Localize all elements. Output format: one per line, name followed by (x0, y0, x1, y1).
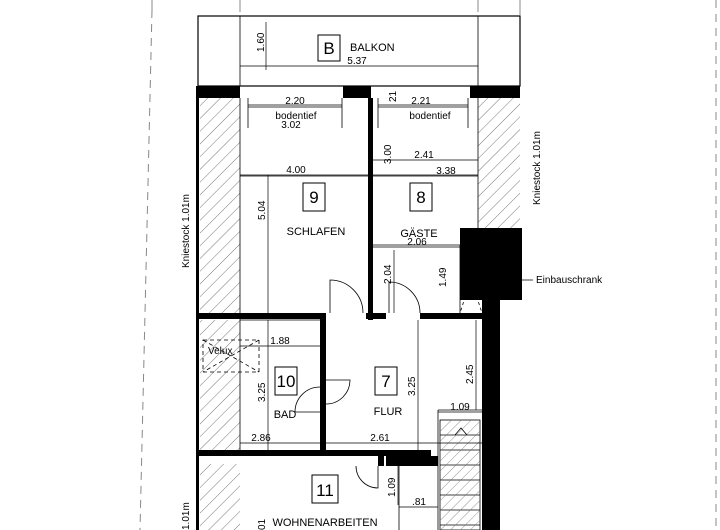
bodentief-left-label: bodentief (275, 111, 316, 122)
dim-window-right: 2.21 (411, 96, 431, 107)
dim-gaeste-width-a: 2.41 (414, 150, 434, 161)
dim-gaeste-depth: 3.00 (383, 144, 394, 164)
room-number-schlafen: 9 (309, 188, 318, 207)
dim-wohnen-small: .81 (412, 497, 426, 508)
dim-gaeste-width-b: 3.38 (436, 166, 456, 177)
room-number-bad: 10 (277, 372, 296, 391)
room-number-balkon: B (323, 39, 334, 58)
room-name-balkon: BALKON (350, 42, 395, 54)
sloped-ceiling-hatch (200, 98, 520, 530)
dim-stair-width: 1.09 (450, 402, 470, 413)
dim-wohnen-door: 1.09 (387, 477, 398, 497)
interior-lines (239, 98, 483, 530)
einbauschrank-label: Einbauschrank (536, 275, 603, 286)
velux-label: Velux (208, 346, 232, 357)
room-number-boxes (274, 34, 433, 504)
door-swings (294, 279, 421, 489)
room-name-gaeste: GÄSTE (400, 228, 437, 240)
dim-balkon-depth: 1.60 (256, 32, 267, 52)
bodentief-right-label: bodentief (409, 111, 450, 122)
room-name-bad: BAD (274, 409, 297, 421)
outer-dashed-lines (139, 0, 717, 530)
room-number-wohnenarbeiten: 11 (316, 481, 334, 500)
dim-balkon-width: 5.37 (347, 56, 367, 67)
dim-window-left-sub: 3.02 (281, 120, 301, 131)
dim-gaeste-width-c: 2.06 (407, 237, 427, 248)
room-name-wohnenarbeiten: WOHNENARBEITEN (272, 517, 377, 529)
room-name-flur: FLUR (374, 406, 403, 418)
room-number-flur: 7 (381, 372, 390, 391)
dim-schlafen-width: 4.00 (286, 165, 306, 176)
dim-flur-depth: 3.25 (407, 376, 418, 396)
dim-schrank-depth: 1.49 (438, 267, 449, 287)
dim-wohnen-side: 01 (257, 518, 268, 530)
stairs (439, 419, 481, 530)
kniestock-left-label: Kniestock 1.01m (181, 194, 192, 268)
dim-flur-right: 2.45 (465, 364, 476, 384)
dim-bad-width: 1.88 (270, 336, 290, 347)
dim-gaeste-lower: 2.04 (383, 264, 394, 284)
dim-schlafen-depth: 5.04 (257, 200, 268, 220)
windows (247, 98, 469, 128)
kniestock-bottom-label: 1.01m (181, 502, 192, 530)
dim-window-left: 2.20 (285, 96, 305, 107)
dim-bad-bottom: 2.86 (251, 433, 271, 444)
kniestock-right-label: Kniestock 1.01m (532, 131, 543, 205)
room-name-schlafen: SCHLAFEN (287, 226, 346, 238)
dimension-lines (240, 22, 482, 508)
room-number-gaeste: 8 (416, 188, 425, 207)
velux-window (202, 339, 260, 373)
dim-flur-bottom: 2.61 (370, 433, 390, 444)
dim-bad-depth: 3.25 (257, 382, 268, 402)
dim-small-21: 21 (388, 90, 399, 102)
walls (196, 86, 522, 530)
